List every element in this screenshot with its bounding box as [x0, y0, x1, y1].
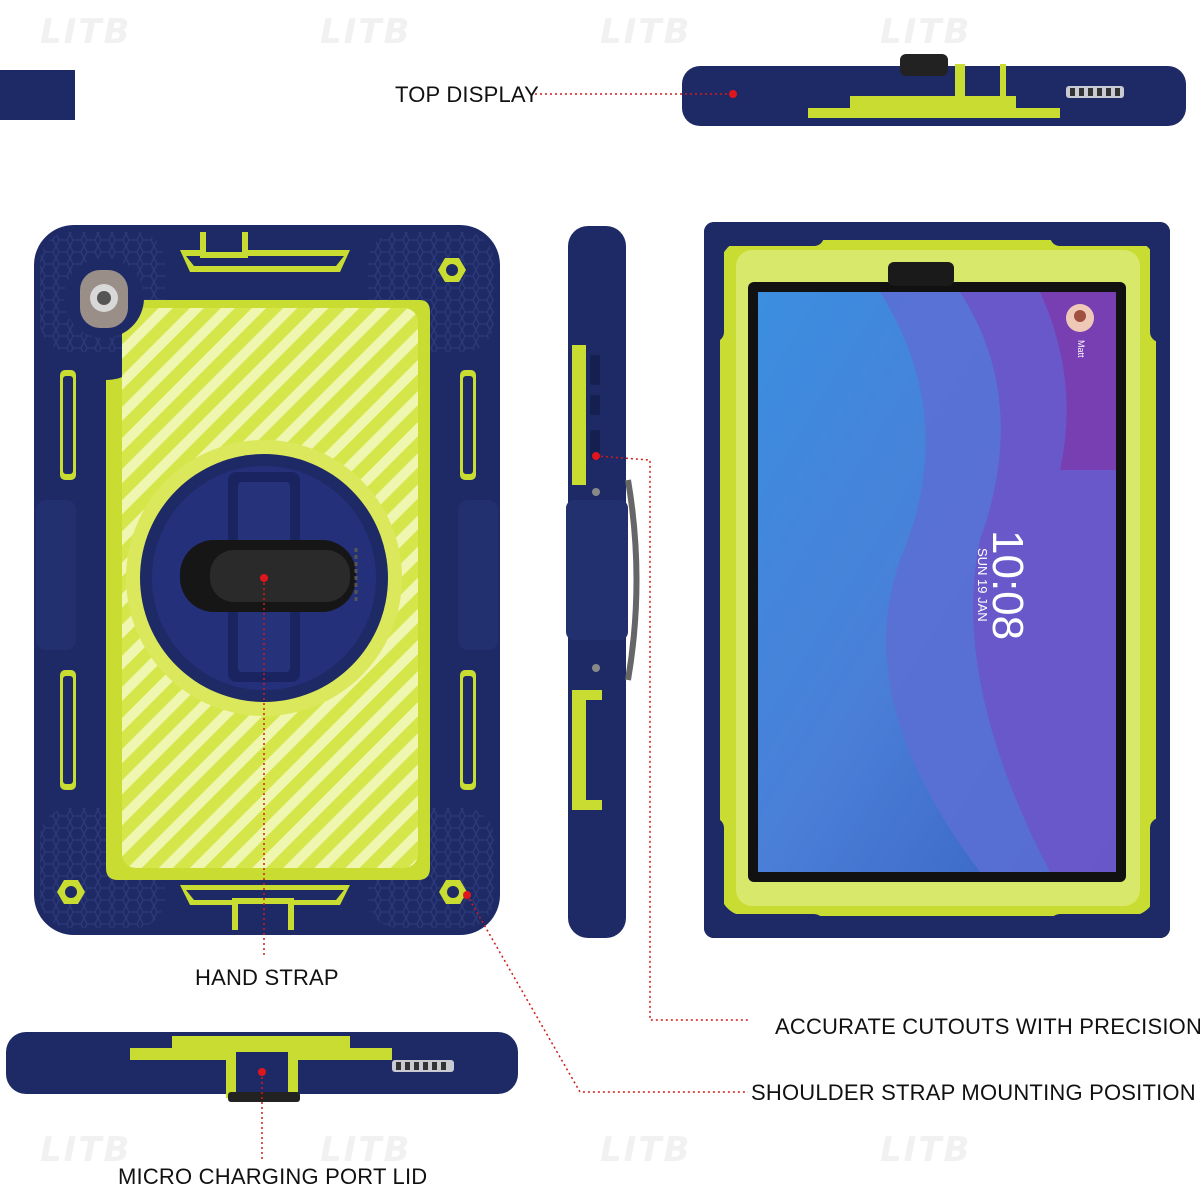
lock-screen-user: Matt: [1076, 340, 1086, 358]
label-top-display: TOP DISPLAY: [395, 82, 540, 107]
watermark: LITB: [320, 12, 412, 52]
bottom-view-case: [6, 1032, 518, 1102]
back-view-case: [34, 225, 500, 935]
watermark: LITB: [40, 1130, 132, 1170]
front-view-case: [704, 222, 1170, 938]
color-swatch: [0, 70, 75, 120]
label-micro-charging-port: MICRO CHARGING PORT LID: [118, 1164, 428, 1189]
label-shoulder-strap: SHOULDER STRAP MOUNTING POSITION: [751, 1080, 1196, 1105]
watermark: LITB: [40, 12, 132, 52]
callout-dots: [258, 90, 737, 1076]
top-view-case: [682, 54, 1186, 126]
watermark: LITB: [880, 1130, 972, 1170]
watermark: LITB: [320, 1130, 412, 1170]
watermark: LITB: [600, 1130, 692, 1170]
label-hand-strap: HAND STRAP: [195, 965, 339, 990]
watermark: LITB: [880, 12, 972, 52]
callout-lines: [261, 93, 748, 1160]
side-view-case: [566, 226, 640, 938]
label-accurate-cutouts: ACCURATE CUTOUTS WITH PRECISION: [775, 1014, 1200, 1039]
watermark: LITB: [600, 12, 692, 52]
lock-screen-date: SUN 19 JAN: [975, 548, 990, 622]
